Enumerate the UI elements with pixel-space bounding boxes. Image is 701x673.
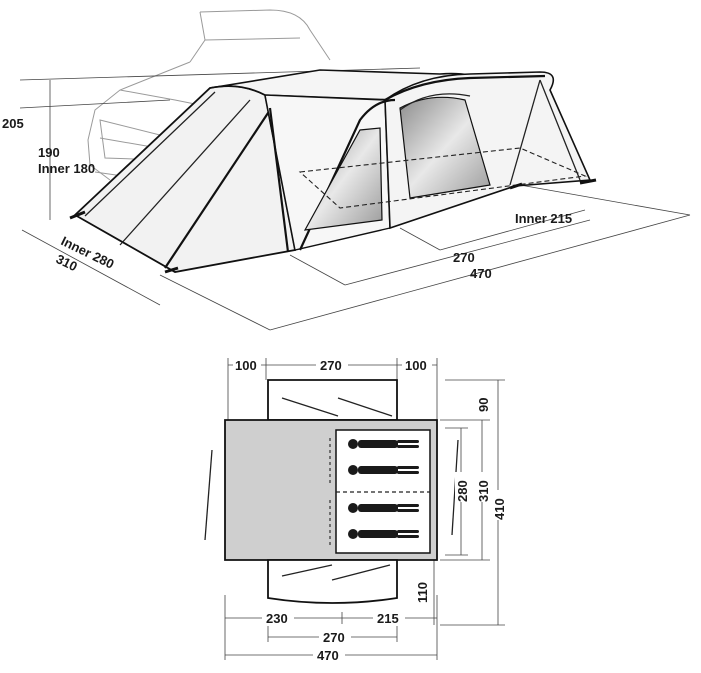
plan-bottom-left-label: 230 <box>266 611 288 626</box>
plan-bottom-total-label: 470 <box>317 648 339 663</box>
height-inner-label: Inner 180 <box>38 161 95 176</box>
vestibule-bottom <box>267 559 398 604</box>
length-total-label: 470 <box>470 266 492 281</box>
height-total-label: 205 <box>2 116 24 131</box>
plan-right-inner-label: 280 <box>455 480 470 502</box>
length-main-label: 270 <box>453 250 475 265</box>
plan-right-top-label: 90 <box>476 398 491 412</box>
height-tent-label: 190 <box>38 145 60 160</box>
plan-top-mid-label: 270 <box>320 358 342 373</box>
inner-floor-outline <box>298 147 588 209</box>
plan-top-right-label: 100 <box>405 358 427 373</box>
plan-bottom-mid-label: 270 <box>323 630 345 645</box>
sleeping-person-icons <box>348 439 419 539</box>
annex-inner-label: Inner 215 <box>515 211 572 226</box>
side-view: 205 190 Inner 180 Inner 280 310 Inner 21… <box>2 9 691 331</box>
plan-right-bottom-label: 110 <box>415 582 430 603</box>
plan-bottom-right-label: 215 <box>377 611 399 626</box>
plan-right-total-label: 410 <box>492 498 507 520</box>
plan-right-mid-label: 310 <box>476 480 491 502</box>
floor-plan: 100 270 100 90 280 310 410 110 230 215 2… <box>204 357 507 663</box>
plan-top-left-label: 100 <box>235 358 257 373</box>
